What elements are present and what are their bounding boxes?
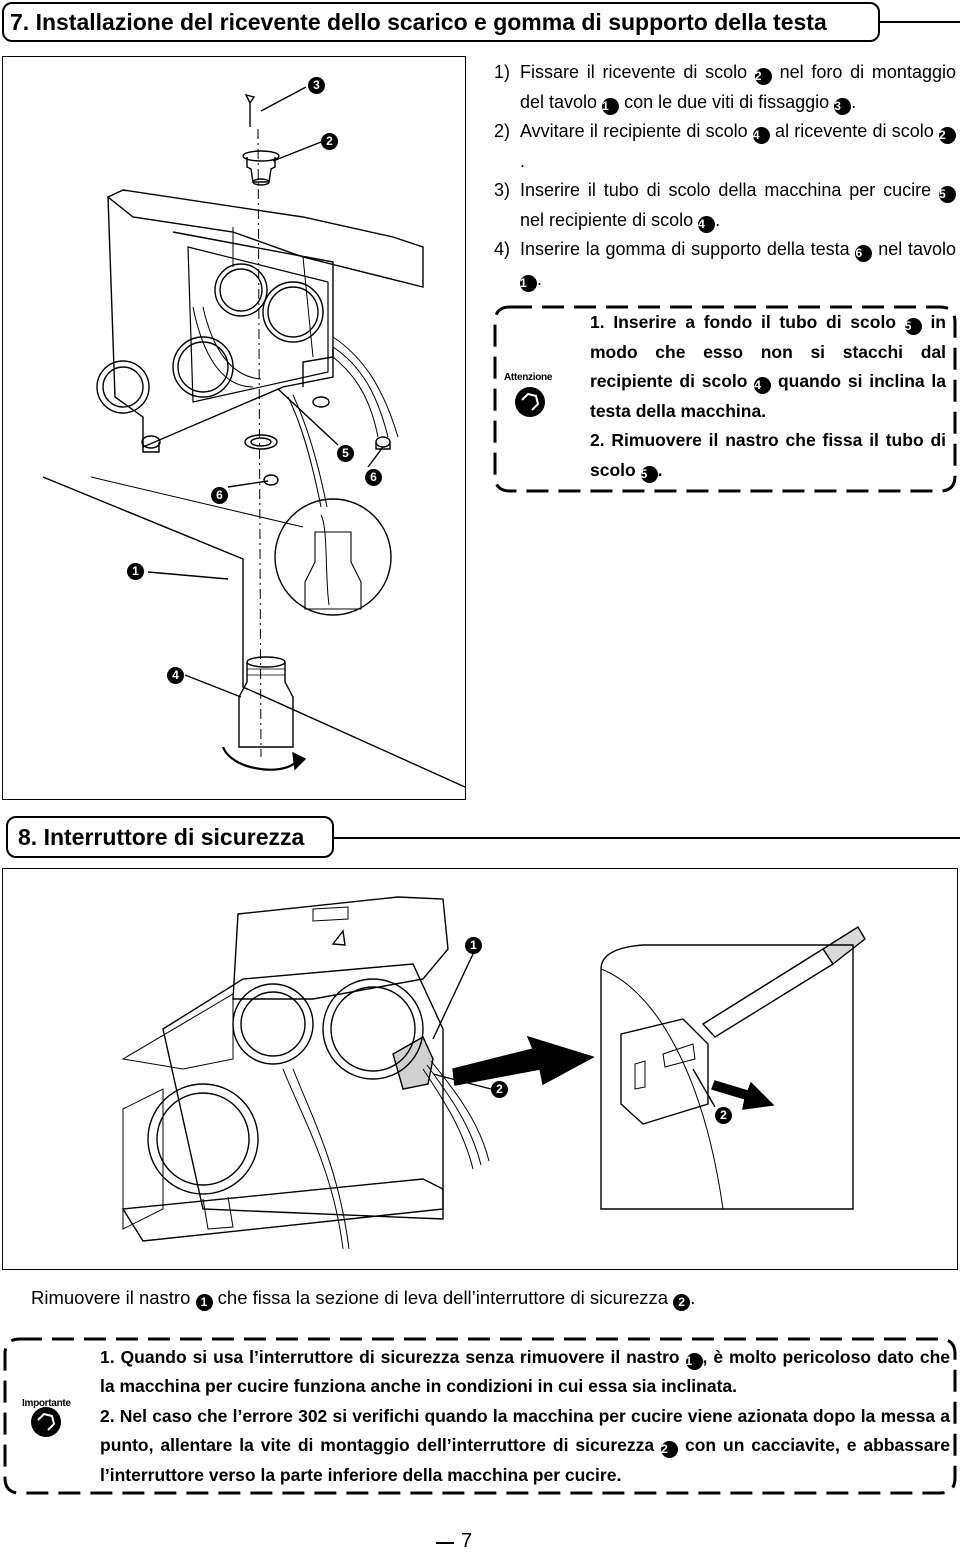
callout-6: 6 <box>855 245 873 262</box>
text-run: con un cacciavite, e abbassare l’interru… <box>100 1435 950 1485</box>
important-box: Importante 1. Quando si usa l’interrutto… <box>2 1336 958 1496</box>
section-8-title: 8. Interruttore di sicurezza <box>18 823 305 850</box>
step-item: 1) Fissare il ricevente di scolo 2 nel f… <box>494 58 956 117</box>
callout-4: 4 <box>698 215 716 233</box>
callout-2: 2 <box>673 1294 691 1311</box>
text-run: nel tavolo <box>872 239 956 259</box>
callout-4: 4 <box>752 127 770 144</box>
callout-2: 2 <box>939 127 956 144</box>
text-run: Inserire a fondo il tubo di scolo <box>613 312 905 332</box>
text-run: nel foro di montaggio del tavolo <box>520 62 956 112</box>
notice-item: 1. Inserire a fondo il tubo di scolo 5 i… <box>590 308 946 426</box>
callout-5: 5 <box>939 186 956 203</box>
callout-3: 3 <box>308 77 325 94</box>
callout-2: 2 <box>715 1107 732 1124</box>
notice-number: 2. <box>100 1405 120 1426</box>
text-run: Quando si usa l’interruttore di sicurezz… <box>120 1347 686 1367</box>
attention-label: Attenzione <box>504 372 553 383</box>
text-run: in modo che esso non si stacchi dal reci… <box>590 312 946 392</box>
section-8-heading: 8. Interruttore di sicurezza <box>6 816 334 858</box>
important-items: 1. Quando si usa l’interruttore di sicur… <box>100 1343 950 1490</box>
callout-1: 1 <box>127 563 144 580</box>
text-run: Nel caso che l’errore 302 si verifichi q… <box>100 1405 950 1456</box>
text-run: Rimuovere il nastro che fissa il tubo di… <box>590 430 946 480</box>
notice-number: 1. <box>100 1347 121 1367</box>
notice-item: 2. Nel caso che l’errore 302 si verifich… <box>100 1402 950 1490</box>
callout-1: 1 <box>195 1294 213 1311</box>
step-item: 2) Avvitare il recipiente di scolo 4 al … <box>494 117 956 176</box>
callout-5: 5 <box>640 465 658 483</box>
text-run: Inserire il tubo di scolo della macchina… <box>520 180 939 200</box>
text-run: . <box>715 209 721 230</box>
important-badge: Importante <box>22 1392 74 1444</box>
text-run: Fissare il ricevente di scolo <box>520 62 755 82</box>
callout-1: 1 <box>602 97 620 115</box>
callout-5: 5 <box>337 445 354 462</box>
text-run: . <box>520 150 526 171</box>
page-number-dash <box>436 1542 454 1544</box>
heading-rule <box>878 21 960 23</box>
text-run: Avvitare il recipiente di scolo <box>520 121 753 141</box>
notice-number: 1. <box>590 312 614 332</box>
text-run: nel recipiente di scolo <box>520 209 699 230</box>
callout-1: 1 <box>685 1353 703 1370</box>
text-run: Inserire la gomma di supporto della test… <box>520 239 856 259</box>
section-7-title: 7. Installazione del ricevente dello sca… <box>10 8 827 35</box>
caution-items: 1. Inserire a fondo il tubo di scolo 5 i… <box>590 308 946 486</box>
step-number: 4) <box>494 239 511 259</box>
callout-5: 5 <box>904 318 922 335</box>
step-number: 3) <box>494 180 511 200</box>
important-label: Importante <box>22 1398 71 1409</box>
notice-item: 1. Quando si usa l’interruttore di sicur… <box>100 1343 950 1402</box>
text-run: al ricevente di scolo <box>769 121 939 141</box>
callout-6: 6 <box>211 487 228 504</box>
caution-box: Attenzione 1. Inserire a fondo il tubo d… <box>492 304 958 494</box>
drain-installation-figure: 3 2 5 6 6 1 4 <box>2 56 466 800</box>
safety-switch-instruction: Rimuovere il nastro 1 che fissa la sezio… <box>31 1287 695 1311</box>
section-7-heading: 7. Installazione del ricevente dello sca… <box>2 2 880 42</box>
text-run: con le due viti di fissaggio <box>619 91 835 112</box>
notice-number: 2. <box>590 430 612 451</box>
text-run: , è molto pericoloso dato che la macchin… <box>100 1347 950 1397</box>
callout-4: 4 <box>754 377 772 395</box>
page-number: 7 <box>461 1530 473 1552</box>
text-run: . <box>537 268 543 289</box>
step-item: 4) Inserire la gomma di supporto della t… <box>494 235 956 294</box>
text-run: che fissa la sezione di leva dell’interr… <box>212 1287 674 1308</box>
heading-rule <box>334 837 960 839</box>
step-item: 3) Inserire il tubo di scolo della macch… <box>494 176 956 235</box>
callout-1: 1 <box>520 274 537 292</box>
callout-4: 4 <box>167 667 184 684</box>
attention-badge: Attenzione <box>504 370 552 422</box>
notice-item: 2. Rimuovere il nastro che fissa il tubo… <box>590 426 946 485</box>
step-number: 2) <box>494 121 511 141</box>
callout-2: 2 <box>491 1081 508 1098</box>
callout-1: 1 <box>465 937 482 954</box>
installation-steps: 1) Fissare il ricevente di scolo 2 nel f… <box>494 58 956 294</box>
safety-switch-figure: 1 2 2 <box>2 868 958 1270</box>
text-run: . <box>690 1287 696 1308</box>
callout-2: 2 <box>661 1441 679 1459</box>
step-number: 1) <box>494 62 511 82</box>
text-run: quando si inclina la testa della macchin… <box>590 371 946 421</box>
text-run: Rimuovere il nastro <box>31 1287 196 1308</box>
callout-3: 3 <box>834 97 852 115</box>
callout-2: 2 <box>321 133 338 150</box>
callout-6: 6 <box>365 469 382 486</box>
callout-2: 2 <box>754 68 772 85</box>
text-run: . <box>851 91 857 112</box>
text-run: . <box>657 459 663 480</box>
